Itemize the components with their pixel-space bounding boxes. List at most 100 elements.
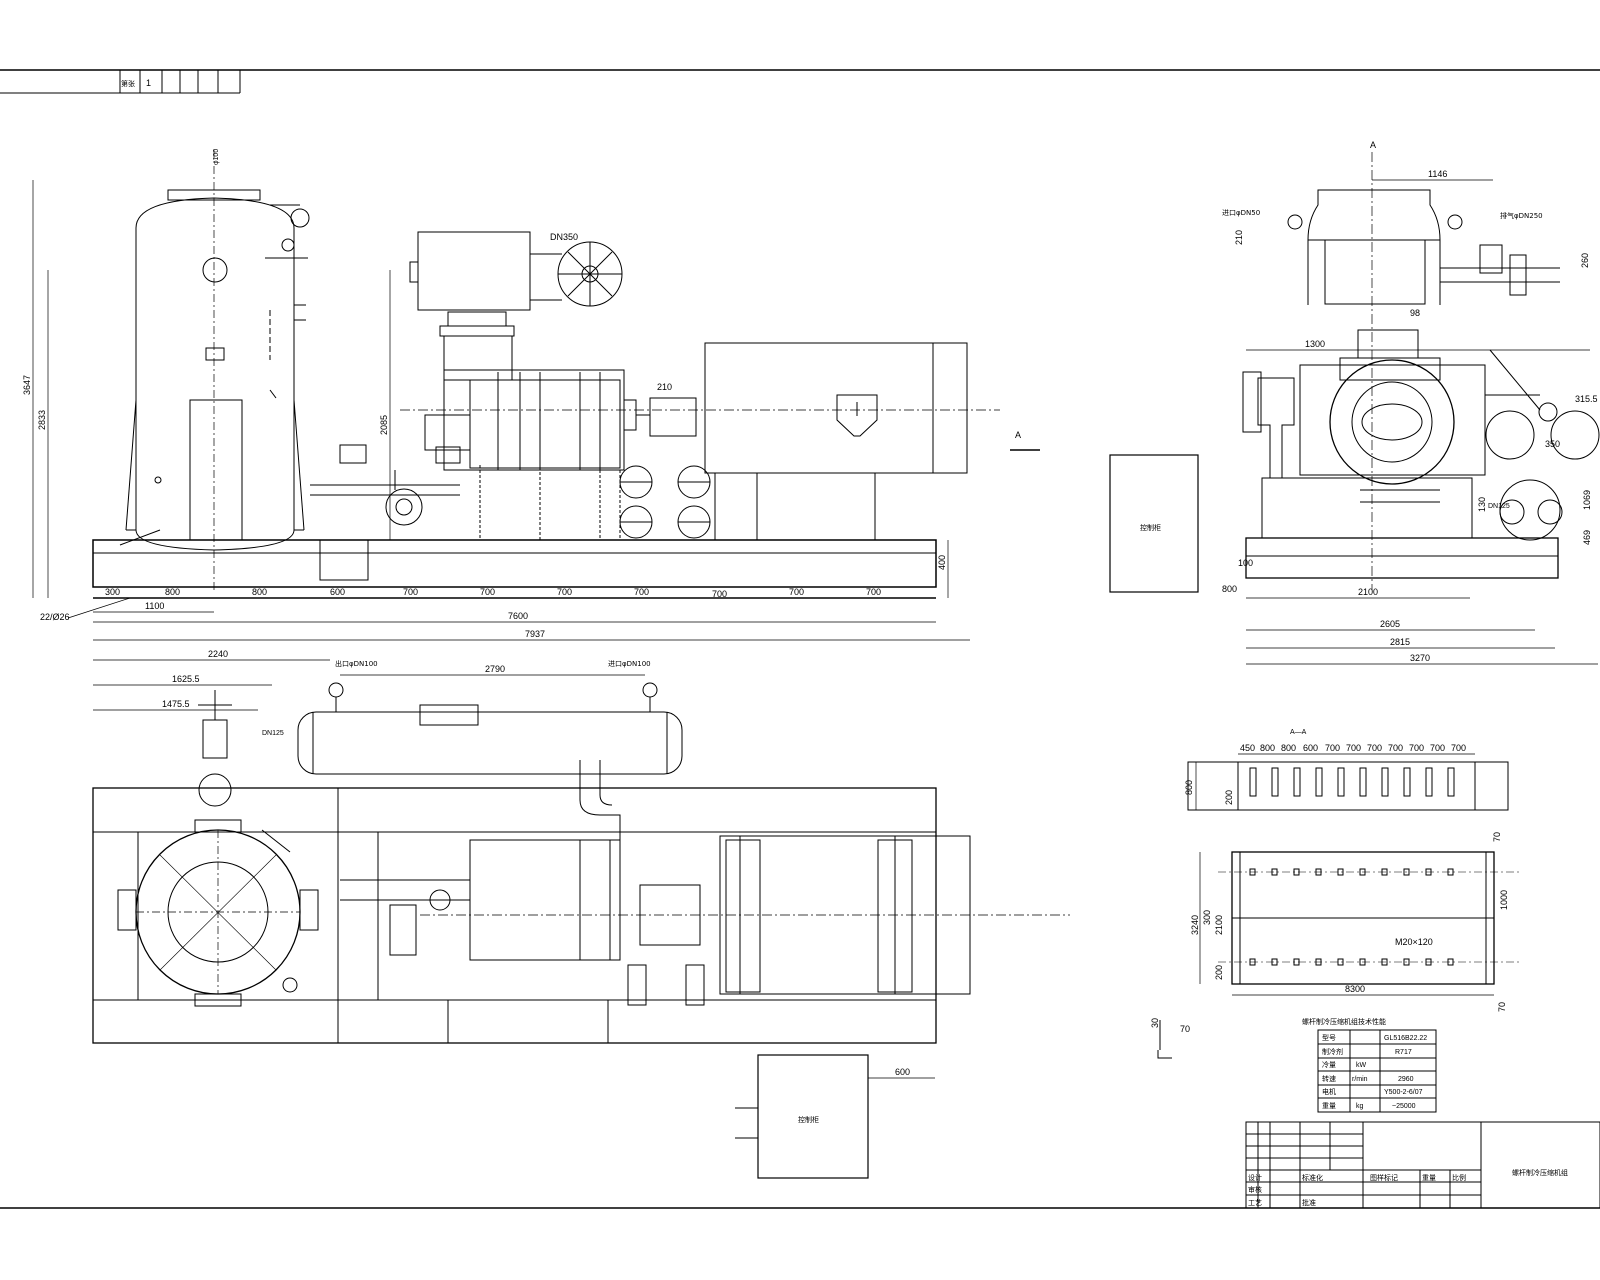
sheet-frame: 第张 1 — [0, 69, 1600, 1209]
anchor-detail-70: 70 — [1180, 1024, 1190, 1034]
spec-label: 型号 — [1322, 1033, 1336, 1042]
spec-value: ~25000 — [1392, 1103, 1416, 1110]
spec-unit: r/min — [1352, 1076, 1368, 1083]
side-cabinet-label: 控制柜 — [1140, 523, 1161, 532]
outlet-nozzle-tag: 出口φDN100 — [335, 659, 378, 668]
section-mark-side: A — [1370, 140, 1376, 150]
found-dim-300: 300 — [1202, 910, 1212, 925]
spec-label: 电机 — [1322, 1087, 1336, 1096]
top-nozzle-tag: φ100 — [213, 149, 220, 165]
plan-dn125-tag: DN125 — [262, 730, 284, 737]
found-dim-3240: 3240 — [1190, 915, 1200, 935]
dim-22-26: 22/Ø26 — [40, 612, 70, 622]
side-dim-350: 350 — [1545, 439, 1560, 449]
spec-value: Y500-2-6/07 — [1384, 1089, 1423, 1096]
side-dim-130: 130 — [1477, 497, 1487, 512]
spec-label: 冷量 — [1322, 1060, 1336, 1069]
spacing-dim: 700 — [1367, 743, 1382, 753]
side-dim-2815: 2815 — [1390, 637, 1410, 647]
dim-7600: 7600 — [508, 611, 528, 621]
sheet-number: 1 — [146, 78, 151, 88]
section-mark-front: A — [1015, 430, 1021, 440]
side-dim-3270: 3270 — [1410, 653, 1430, 663]
found-dim-2100: 2100 — [1214, 915, 1224, 935]
dim-7937: 7937 — [525, 629, 545, 639]
found-width: 8300 — [1345, 984, 1365, 994]
side-dim-1146: 1146 — [1428, 169, 1447, 179]
base-dim: 600 — [330, 587, 345, 597]
spacing-dim: 600 — [1303, 743, 1318, 753]
tb-label: 工艺 — [1248, 1199, 1262, 1207]
plan-view: 2240 1625.5 1475.5 2790 出口φDN100 进口φDN10… — [92, 649, 1070, 1179]
spacing-dim: 800 — [1260, 743, 1275, 753]
anchor-holes — [1249, 868, 1454, 966]
spacing-dim: 700 — [1451, 743, 1466, 753]
base-dim: 300 — [105, 587, 120, 597]
tb-label: 图样标记 — [1370, 1173, 1398, 1182]
base-dim: 700 — [403, 587, 418, 597]
plan-dim-1625: 1625.5 — [172, 674, 200, 684]
side-dn125-tag: DN125 — [1488, 503, 1510, 510]
spec-value: GL516B22.22 — [1384, 1035, 1427, 1042]
spacing-dim: 700 — [1409, 743, 1424, 753]
side-dim-2100: 2100 — [1358, 587, 1378, 597]
spacing-dim: 450 — [1240, 743, 1255, 753]
inlet-nozzle-tag: 进口φDN100 — [608, 660, 651, 668]
base-dim: 700 — [789, 587, 804, 597]
side-inlet-tag: 进口φDN50 — [1222, 209, 1260, 217]
found-dim-1000: 1000 — [1499, 890, 1509, 910]
spec-table: 螺杆制冷压缩机组技术性能 型号 GL516B22.22 制冷剂 R717 冷量 … — [1302, 1017, 1437, 1113]
title-block: 设计 审核 工艺 标准化 批准 比例 重量 图样标记 螺杆制冷压缩机组 — [1245, 1121, 1600, 1209]
plan-dim-1475: 1475.5 — [162, 699, 190, 709]
spacing-dim: 700 — [1430, 743, 1445, 753]
tb-label: 批准 — [1302, 1198, 1316, 1207]
dim-400: 400 — [937, 555, 947, 570]
anchor-pockets — [1249, 767, 1455, 797]
plan-cabinet-label: 控制柜 — [798, 1115, 819, 1124]
base-dim: 700 — [866, 587, 881, 597]
spacing-dim: 700 — [1346, 743, 1361, 753]
base-dim: 700 — [712, 589, 727, 599]
side-dim-1069: 1069 — [1582, 490, 1592, 510]
plan-dim-2240: 2240 — [208, 649, 228, 659]
anchor-detail-30: 30 — [1150, 1018, 1160, 1028]
found-dim-70b: 70 — [1497, 1002, 1507, 1012]
found-dim-200b: 200 — [1214, 965, 1224, 980]
base-dim: 700 — [634, 587, 649, 597]
foundation-section: A—A 450 800 800 600 700 700 700 700 700 … — [1150, 729, 1520, 1059]
spacing-dim: 800 — [1281, 743, 1296, 753]
side-dim-210: 210 — [1234, 230, 1244, 245]
suction-flange-tag: DN350 — [550, 232, 578, 242]
tb-label: 标准化 — [1302, 1173, 1323, 1182]
base-dim: 700 — [480, 587, 495, 597]
dim-1100: 1100 — [145, 601, 164, 611]
plan-dim-600: 600 — [895, 1067, 910, 1077]
spec-label: 重量 — [1322, 1102, 1336, 1110]
spec-label: 转速 — [1322, 1074, 1336, 1083]
drawing-title: 螺杆制冷压缩机组 — [1512, 1168, 1568, 1177]
found-dim-70a: 70 — [1492, 832, 1502, 842]
dim-210: 210 — [657, 382, 672, 392]
spec-unit: kg — [1356, 1103, 1364, 1110]
side-dim-98: 98 — [1410, 308, 1420, 318]
dim-2833: 2833 — [37, 410, 47, 430]
spacing-dim: 700 — [1388, 743, 1403, 753]
spec-unit: kW — [1356, 1062, 1367, 1069]
spec-label: 制冷剂 — [1322, 1047, 1343, 1056]
side-dim-469: 469 — [1582, 530, 1592, 545]
side-dim-1300: 1300 — [1305, 339, 1325, 349]
plan-dim-2790: 2790 — [485, 664, 505, 674]
spec-value: 2960 — [1398, 1076, 1414, 1083]
dim-3647: 3647 — [22, 375, 32, 395]
section-title-aa: A—A — [1290, 729, 1307, 736]
dim-2085: 2085 — [379, 415, 389, 435]
side-dim-2605: 2605 — [1380, 619, 1400, 629]
spec-table-title: 螺杆制冷压缩机组技术性能 — [1302, 1017, 1386, 1026]
found-dim-200: 200 — [1224, 790, 1234, 805]
base-dim: 700 — [557, 587, 572, 597]
anchor-spec: M20×120 — [1395, 937, 1433, 947]
side-dim-315: 315.5 — [1575, 394, 1598, 404]
spec-value: R717 — [1395, 1049, 1412, 1056]
side-outlet-tag: 排气φDN250 — [1500, 211, 1543, 220]
